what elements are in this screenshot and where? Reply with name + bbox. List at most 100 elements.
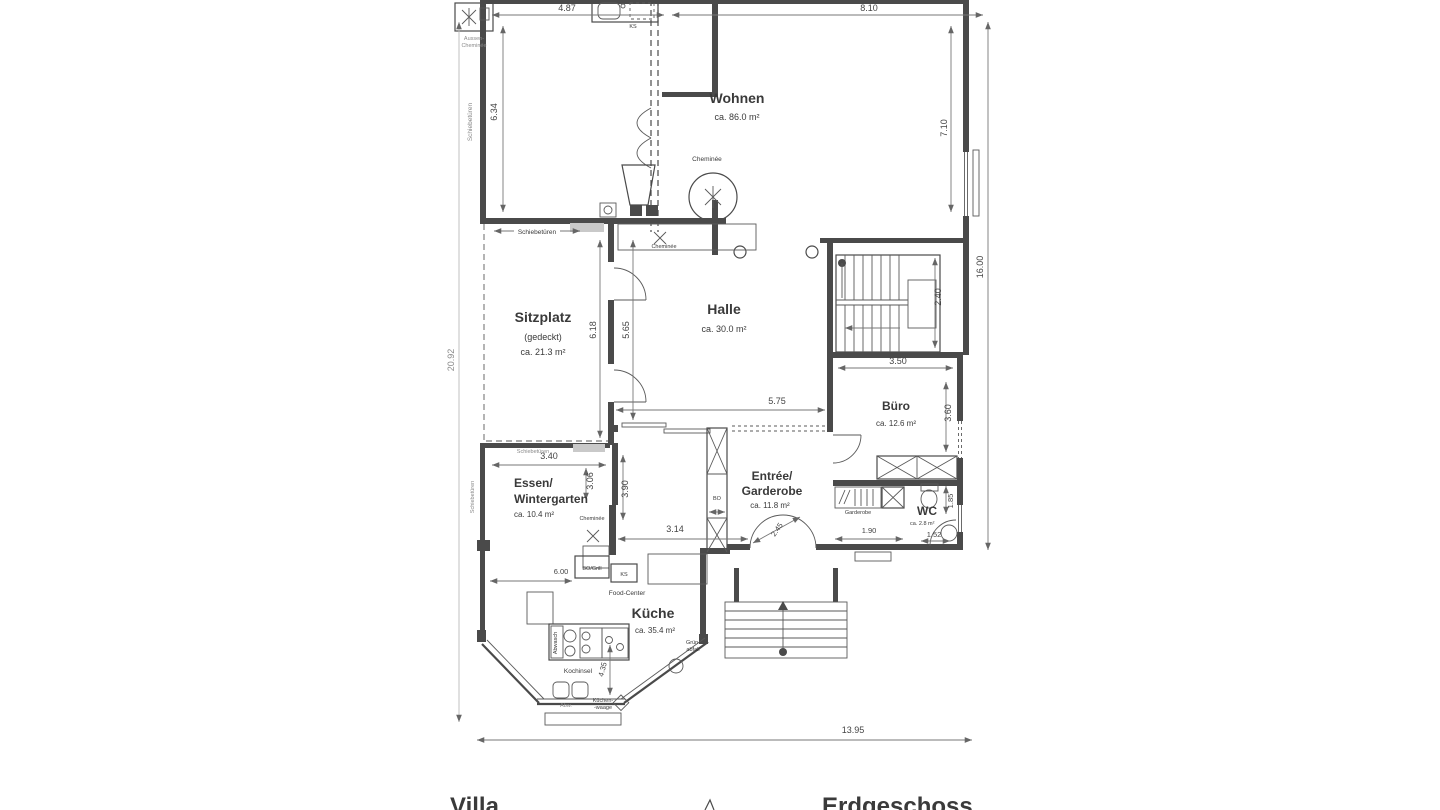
dim-bay-depth: 4.35 [596,661,608,677]
door-arc-sitzplatz-2 [613,369,647,403]
fireplaces [454,2,757,569]
label-cheminee-halle: Cheminée [651,244,676,250]
cabinet-shaft [706,427,728,553]
sliding-door-icon [621,422,667,428]
dim-halle-width: 5.75 [768,396,786,406]
burner-icon [581,631,591,641]
sink-icon [552,681,570,699]
label-aussen-cheminee-1: Aussen- [464,36,484,42]
scale-icon [612,694,630,712]
room-label-entree-1: Entrée/ [752,469,793,483]
dim-wc-width: 1.52 [927,530,942,539]
hearth-halle [617,223,757,251]
dim-wc-depth: 1.85 [946,494,955,509]
label-kuechenwaage-1: Küchen- [593,698,614,704]
highlight-mark [573,444,605,452]
annotation-labels: Aussen- Cheminée Schiebetüren Schiebetür… [461,24,871,711]
label-food-center: Food-Center [609,590,646,597]
room-label-essen-2: Wintergarten [514,492,588,506]
label-cheminee-wohnen: Cheminée [692,156,722,163]
door-arc-buero [832,434,862,464]
room-area-essen: ca. 10.4 m² [514,510,554,519]
room-label-entree-2: Garderobe [742,484,803,498]
column [805,245,819,259]
aussen-cheminee-icon [454,2,494,32]
basin-icon [563,629,577,643]
sink-icon [597,2,621,20]
food-center-cabinet [647,553,708,585]
fireplace-essen-icon [586,529,600,543]
highlight-mark [570,223,604,232]
dim-buero-width: 3.50 [889,356,907,366]
dim-corridor-depth: 3.90 [620,480,630,498]
folding-door-icon [636,107,652,139]
label-bo-shaft: BO [713,496,722,502]
dim-right-total: 16.00 [975,256,985,279]
dim-halle-left: 5.65 [621,321,631,339]
entry-steps [724,601,848,659]
north-arrow-partial [704,798,715,810]
balcony-rail [972,149,980,217]
label-ks-counter: KS [629,24,637,30]
toilet-icon [920,483,939,492]
dim-top-right: 8.10 [860,3,878,13]
title-erdgeschoss: Erdgeschoss [822,793,973,810]
label-gruenabfall-2: abfall [686,647,699,653]
label-cheminee-essen: Cheminée [579,516,604,522]
doors [613,267,957,549]
label-schiebetueren-wohnen: Schiebetüren [518,229,557,236]
room-area-sitzplatz: ca. 21.3 m² [520,347,565,357]
dim-kueche-passage: 3.14 [666,524,684,534]
burner-icon [581,644,591,654]
cabinet [526,591,554,625]
sink-icon [571,681,589,699]
windows-and-openings [483,0,980,562]
room-area-kueche: ca. 35.4 m² [635,626,675,635]
room-area-halle: ca. 30.0 m² [701,324,746,334]
basin-icon [564,645,576,657]
dim-left-total: 20.92 [446,349,456,372]
label-schiebetueren-essen: Schiebetüren [517,449,549,455]
label-kochinsel: Kochinsel [564,668,593,675]
label-ks-kueche: KS [620,572,628,578]
dim-entry-door: 2.45 [769,521,785,538]
room-area-buero: ca. 12.6 m² [876,419,916,428]
entree-wc-fixtures [706,427,958,553]
staircase [733,245,941,353]
room-area-wc: ca. 2.8 m² [910,521,935,527]
page-titles: Villa Erdgeschoss [450,793,973,810]
room-labels: Wohnen ca. 86.0 m² Sitzplatz (gedeckt) c… [514,90,937,635]
dim-stair-width: 2.40 [933,288,943,306]
kitchen-island [548,623,630,661]
room-label-wc: WC [917,504,937,518]
dim-sitzplatz-height: 6.18 [588,321,598,339]
room-label-halle: Halle [707,301,741,317]
exterior-step [854,551,892,562]
label-abwasch: Abwasch [553,632,559,654]
counter [591,0,659,23]
burner-icon [616,643,624,651]
label-gruenabfall-1: Grün- [686,640,700,646]
chimney-hood [621,164,656,206]
dim-essen-width: 3.40 [540,451,558,461]
dim-bottom-total: 13.95 [842,725,865,735]
kitchen-fixtures [526,0,708,674]
exterior-walls [477,0,969,644]
label-abw: Abw. [560,703,572,709]
room-label-wohnen: Wohnen [710,90,765,106]
coat-rack-icon [834,486,882,509]
dim-wohnen-right: 7.10 [939,119,949,137]
column [733,245,747,259]
room-area-wohnen: ca. 86.0 m² [714,112,759,122]
title-villa: Villa [450,793,500,810]
closet [881,486,905,509]
room-qualifier-sitzplatz: (gedeckt) [524,332,562,342]
washbasin-icon [940,524,958,542]
up-arrow [778,601,788,610]
dim-buero-depth: 3.60 [943,404,953,422]
room-label-sitzplatz: Sitzplatz [515,309,572,325]
label-garderobe: Garderobe [845,510,871,516]
label-schiebetueren-left: Schiebetüren [467,102,474,141]
label-aussen-cheminee-2: Cheminée [461,43,486,49]
